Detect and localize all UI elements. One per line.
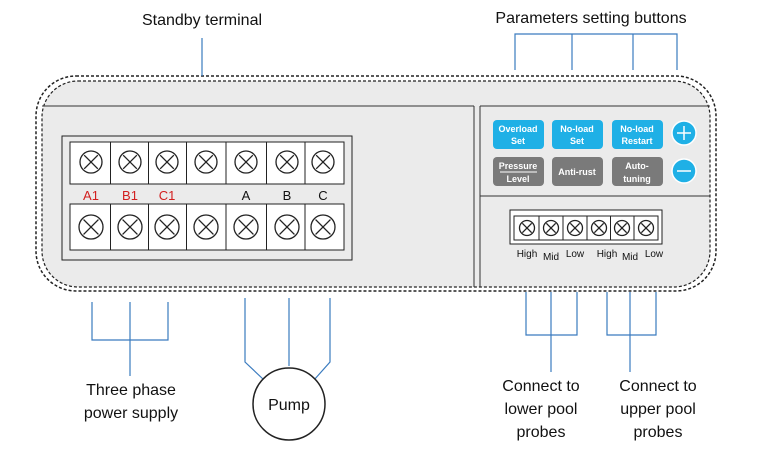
screw-terminal-lower bbox=[193, 214, 219, 240]
probe-screw-terminal bbox=[637, 219, 655, 237]
overload-set-label-2: Set bbox=[511, 136, 525, 146]
screw-terminal-lower bbox=[274, 214, 300, 240]
screw-terminal-upper bbox=[275, 150, 299, 174]
noload-restart-label-2: Restart bbox=[621, 136, 652, 146]
callout-lines bbox=[91, 33, 678, 381]
overload-set-label-1: Overload bbox=[498, 124, 537, 134]
screw-terminal-lower bbox=[78, 214, 104, 240]
probe-label-mid-upper: Mid bbox=[622, 252, 638, 263]
probe-label-high-lower: High bbox=[517, 249, 538, 260]
screw-terminal-upper bbox=[155, 150, 179, 174]
screw-terminal-lower bbox=[117, 214, 143, 240]
pressure-level-label-2: Level bbox=[506, 174, 529, 184]
probe-label-high-upper: High bbox=[597, 249, 618, 260]
screw-terminal-upper bbox=[311, 150, 335, 174]
power-supply-label-1: Three phase bbox=[86, 382, 176, 399]
probe-screw-terminal bbox=[613, 219, 631, 237]
screw-terminal-upper bbox=[79, 150, 103, 174]
upper-probes-label-2: upper pool bbox=[620, 401, 696, 418]
probe-label-low-upper: Low bbox=[645, 249, 664, 260]
lower-screw-row bbox=[78, 204, 336, 250]
anti-rust-label: Anti-rust bbox=[558, 167, 596, 177]
upper-screw-row bbox=[79, 142, 335, 184]
terminal-label-a1: A1 bbox=[83, 188, 99, 203]
pressure-level-label-1: Pressure bbox=[499, 161, 538, 171]
standby-terminal-label: Standby terminal bbox=[142, 12, 262, 29]
noload-set-button[interactable] bbox=[552, 120, 603, 149]
upper-probes-label-1: Connect to bbox=[619, 378, 696, 395]
lower-probes-label-3: probes bbox=[517, 424, 566, 441]
probe-label-low-lower: Low bbox=[566, 249, 585, 260]
power-supply-label-2: power supply bbox=[84, 405, 178, 422]
terminal-label-a: A bbox=[242, 188, 251, 203]
screw-terminal-upper bbox=[194, 150, 218, 174]
pump-symbol bbox=[252, 367, 326, 441]
upper-probes-label-3: probes bbox=[634, 424, 683, 441]
anti-rust-button[interactable] bbox=[552, 157, 603, 186]
terminal-label-c: C bbox=[318, 188, 327, 203]
screw-terminal-upper bbox=[234, 150, 258, 174]
pump-label: Pump bbox=[268, 397, 310, 414]
terminal-label-b1: B1 bbox=[122, 188, 138, 203]
probe-label-mid-lower: Mid bbox=[543, 252, 559, 263]
noload-restart-button[interactable] bbox=[612, 120, 663, 149]
lower-probes-label-1: Connect to bbox=[502, 378, 579, 395]
probe-screw-terminal bbox=[542, 219, 560, 237]
parameters-buttons-label: Parameters setting buttons bbox=[495, 10, 686, 27]
probe-screw-row bbox=[518, 216, 655, 240]
lower-probes-label-2: lower pool bbox=[505, 401, 578, 418]
pump-wire-a bbox=[244, 298, 265, 381]
auto-tuning-button[interactable] bbox=[612, 157, 663, 186]
buttons-callout-bracket bbox=[514, 33, 678, 70]
panel-outer-outline bbox=[35, 75, 717, 292]
terminal-label-c1: C1 bbox=[159, 188, 176, 203]
probe-screw-terminal bbox=[566, 219, 584, 237]
noload-set-label-1: No-load bbox=[560, 124, 594, 134]
probe-screw-terminal bbox=[518, 219, 536, 237]
screw-terminal-lower bbox=[310, 214, 336, 240]
screw-terminal-lower bbox=[233, 214, 259, 240]
auto-tuning-label-1: Auto- bbox=[625, 161, 649, 171]
auto-tuning-label-2: tuning bbox=[623, 174, 651, 184]
overload-set-button[interactable] bbox=[493, 120, 544, 149]
terminal-label-b: B bbox=[283, 188, 292, 203]
screw-terminal-lower bbox=[154, 214, 180, 240]
probe-screw-terminal bbox=[590, 219, 608, 237]
noload-set-label-2: Set bbox=[570, 136, 584, 146]
pump-wire-c bbox=[313, 298, 331, 381]
screw-terminal-upper bbox=[118, 150, 142, 174]
noload-restart-label-1: No-load bbox=[620, 124, 654, 134]
probe-terminal-strip bbox=[513, 215, 659, 241]
upper-probe-bracket bbox=[606, 292, 657, 336]
